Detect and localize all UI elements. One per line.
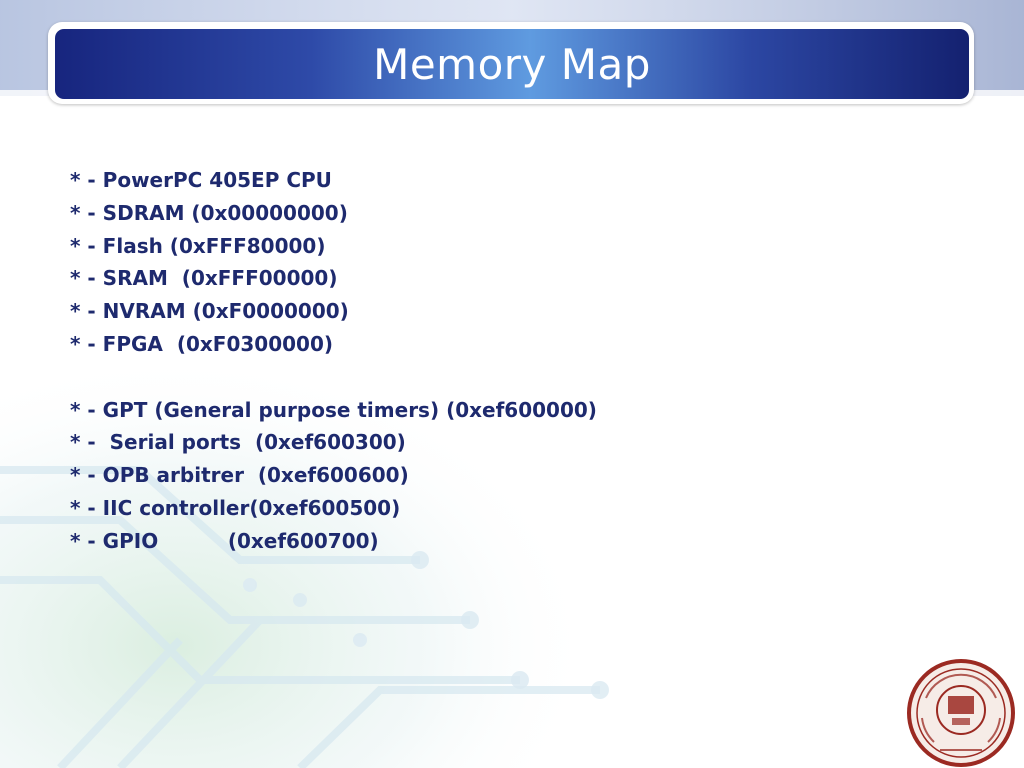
list-item: * - OPB arbitrer (0xef600600) <box>70 463 409 488</box>
memory-map-list: * - PowerPC 405EP CPU * - SDRAM (0x00000… <box>70 164 597 558</box>
slide-title: Memory Map <box>373 39 651 89</box>
title-bar: Memory Map <box>55 29 969 99</box>
list-item: * - GPT (General purpose timers) (0xef60… <box>70 397 597 422</box>
list-item: * - SDRAM (0x00000000) <box>70 200 348 225</box>
list-item: * - FPGA (0xF0300000) <box>70 331 333 356</box>
university-seal-icon <box>907 659 1015 767</box>
list-item: * - PowerPC 405EP CPU <box>70 168 332 192</box>
list-item: * - Flash (0xFFF80000) <box>70 233 326 258</box>
list-item: * - GPIO (0xef600700) <box>70 528 379 553</box>
list-item: * - NVRAM (0xF0000000) <box>70 299 349 324</box>
list-item: * - SRAM (0xFFF00000) <box>70 266 338 291</box>
list-item: * - Serial ports (0xef600300) <box>70 430 406 455</box>
list-spacer <box>70 361 597 394</box>
list-item: * - IIC controller(0xef600500) <box>70 495 401 520</box>
